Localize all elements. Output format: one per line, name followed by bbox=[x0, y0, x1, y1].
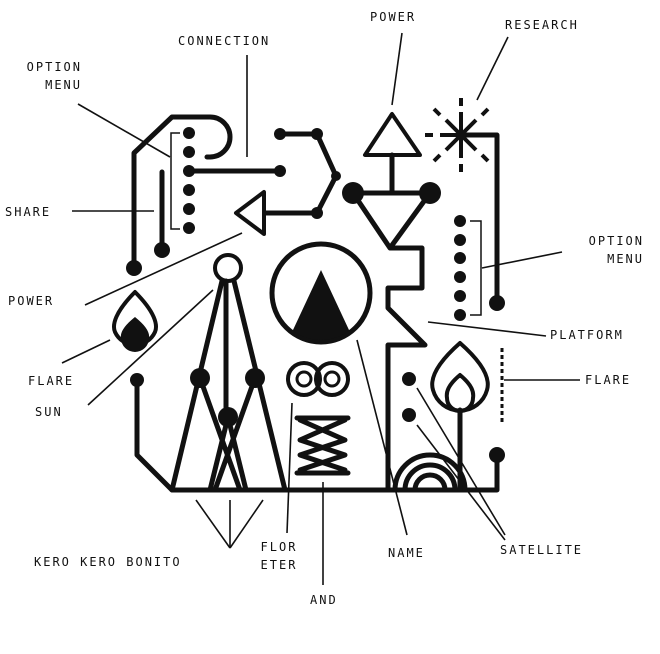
glasses-left bbox=[286, 361, 322, 397]
concentric-arcs bbox=[392, 452, 468, 493]
bracket-left bbox=[170, 132, 180, 230]
leader-lines bbox=[61, 32, 580, 585]
glasses-right bbox=[314, 361, 350, 397]
power-triangle bbox=[363, 112, 422, 157]
label-name: NAME bbox=[388, 546, 425, 560]
dot-column-left bbox=[183, 127, 195, 234]
mountain-triangle bbox=[286, 270, 356, 340]
sun-circle bbox=[213, 253, 243, 283]
bracket-right bbox=[470, 220, 482, 316]
label-platform: PLATFORM bbox=[550, 328, 624, 342]
label-satellite: SATELLITE bbox=[500, 543, 584, 557]
label-line: OPTION bbox=[588, 234, 644, 248]
node-dots bbox=[126, 128, 505, 463]
bottom-frame bbox=[134, 377, 500, 493]
label-line: MENU bbox=[45, 78, 82, 92]
label-share: SHARE bbox=[5, 205, 52, 219]
label-option-menu-left: OPTION MENU bbox=[2, 58, 82, 94]
label-flare-right: FLARE bbox=[585, 373, 632, 387]
label-flor-eter: FLOR ETER bbox=[252, 538, 306, 574]
label-line: OPTION bbox=[26, 60, 82, 74]
label-flare-left: FLARE bbox=[28, 374, 75, 388]
name-circle bbox=[269, 241, 373, 345]
label-sun: SUN bbox=[35, 405, 63, 419]
label-power-left: POWER bbox=[8, 294, 55, 308]
flame-left-fill bbox=[120, 317, 150, 352]
label-power-top: POWER bbox=[370, 10, 417, 24]
label-connection: CONNECTION bbox=[178, 34, 271, 48]
platform-path bbox=[350, 190, 433, 493]
label-and: AND bbox=[310, 593, 338, 607]
research-star-icon bbox=[425, 98, 490, 172]
label-band: KERO KERO BONITO bbox=[34, 555, 182, 569]
zigzag-block bbox=[294, 415, 351, 476]
left-hook-path bbox=[131, 114, 233, 271]
triangle-left bbox=[234, 190, 266, 236]
glasses-right-inner bbox=[323, 370, 341, 388]
label-line: FLOR bbox=[260, 540, 298, 554]
label-line: ETER bbox=[260, 558, 298, 572]
label-research: RESEARCH bbox=[505, 18, 579, 32]
label-line: MENU bbox=[607, 252, 644, 266]
glasses-left-inner bbox=[295, 370, 313, 388]
dot-column-right bbox=[454, 215, 466, 321]
flame-right-inner bbox=[444, 373, 476, 413]
label-option-menu-right: OPTION MENU bbox=[560, 232, 644, 268]
right-path bbox=[459, 132, 500, 306]
